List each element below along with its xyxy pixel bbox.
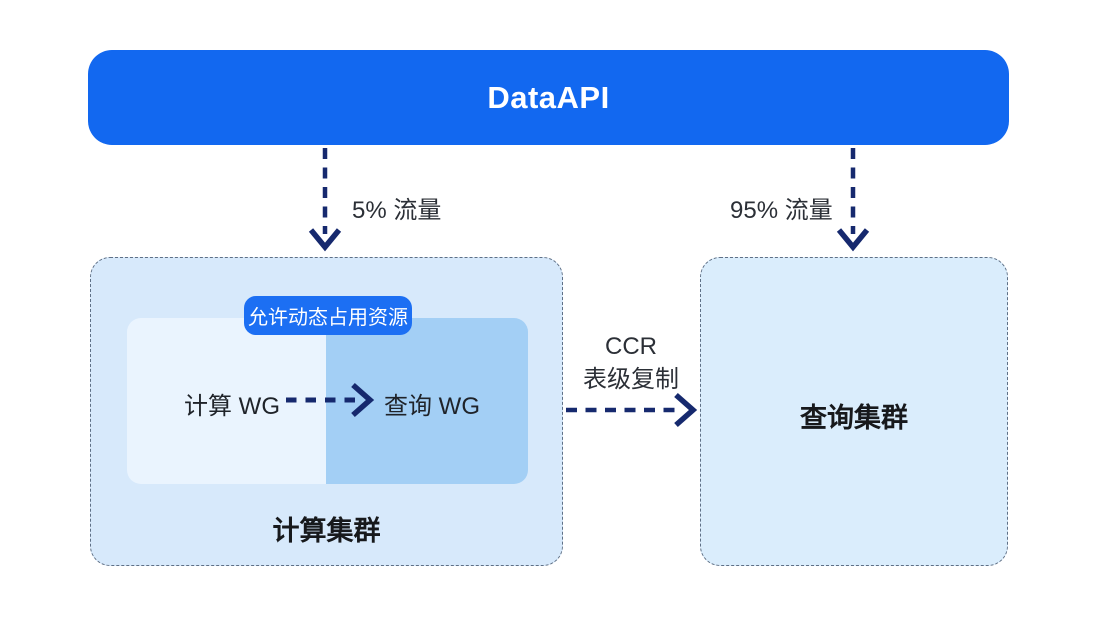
compute-cluster-title: 计算集群 (272, 516, 381, 546)
dataapi-node: DataAPI (88, 50, 1009, 145)
query-cluster-title: 查询集群 (800, 403, 908, 433)
ccr-replication-label: CCR 表级复制 (568, 330, 694, 396)
query-wg-label: 查询 WG (384, 393, 480, 420)
traffic-arrow-right (836, 148, 870, 252)
ccr-line1: CCR (605, 333, 657, 360)
traffic-arrow-left (308, 148, 342, 252)
traffic-label-95pct: 95% 流量 (730, 197, 833, 224)
ccr-arrow (566, 392, 698, 428)
traffic-label-5pct: 5% 流量 (352, 197, 442, 224)
dynamic-resource-badge: 允许动态占用资源 (244, 296, 412, 335)
ccr-line2: 表级复制 (583, 366, 679, 393)
compute-cluster-box: 允许动态占用资源 计算 WG 查询 WG 计算集群 (90, 257, 563, 566)
compute-wg-label: 计算 WG (184, 393, 280, 420)
query-cluster-box: 查询集群 (700, 257, 1008, 566)
dataapi-title: DataAPI (487, 79, 610, 115)
